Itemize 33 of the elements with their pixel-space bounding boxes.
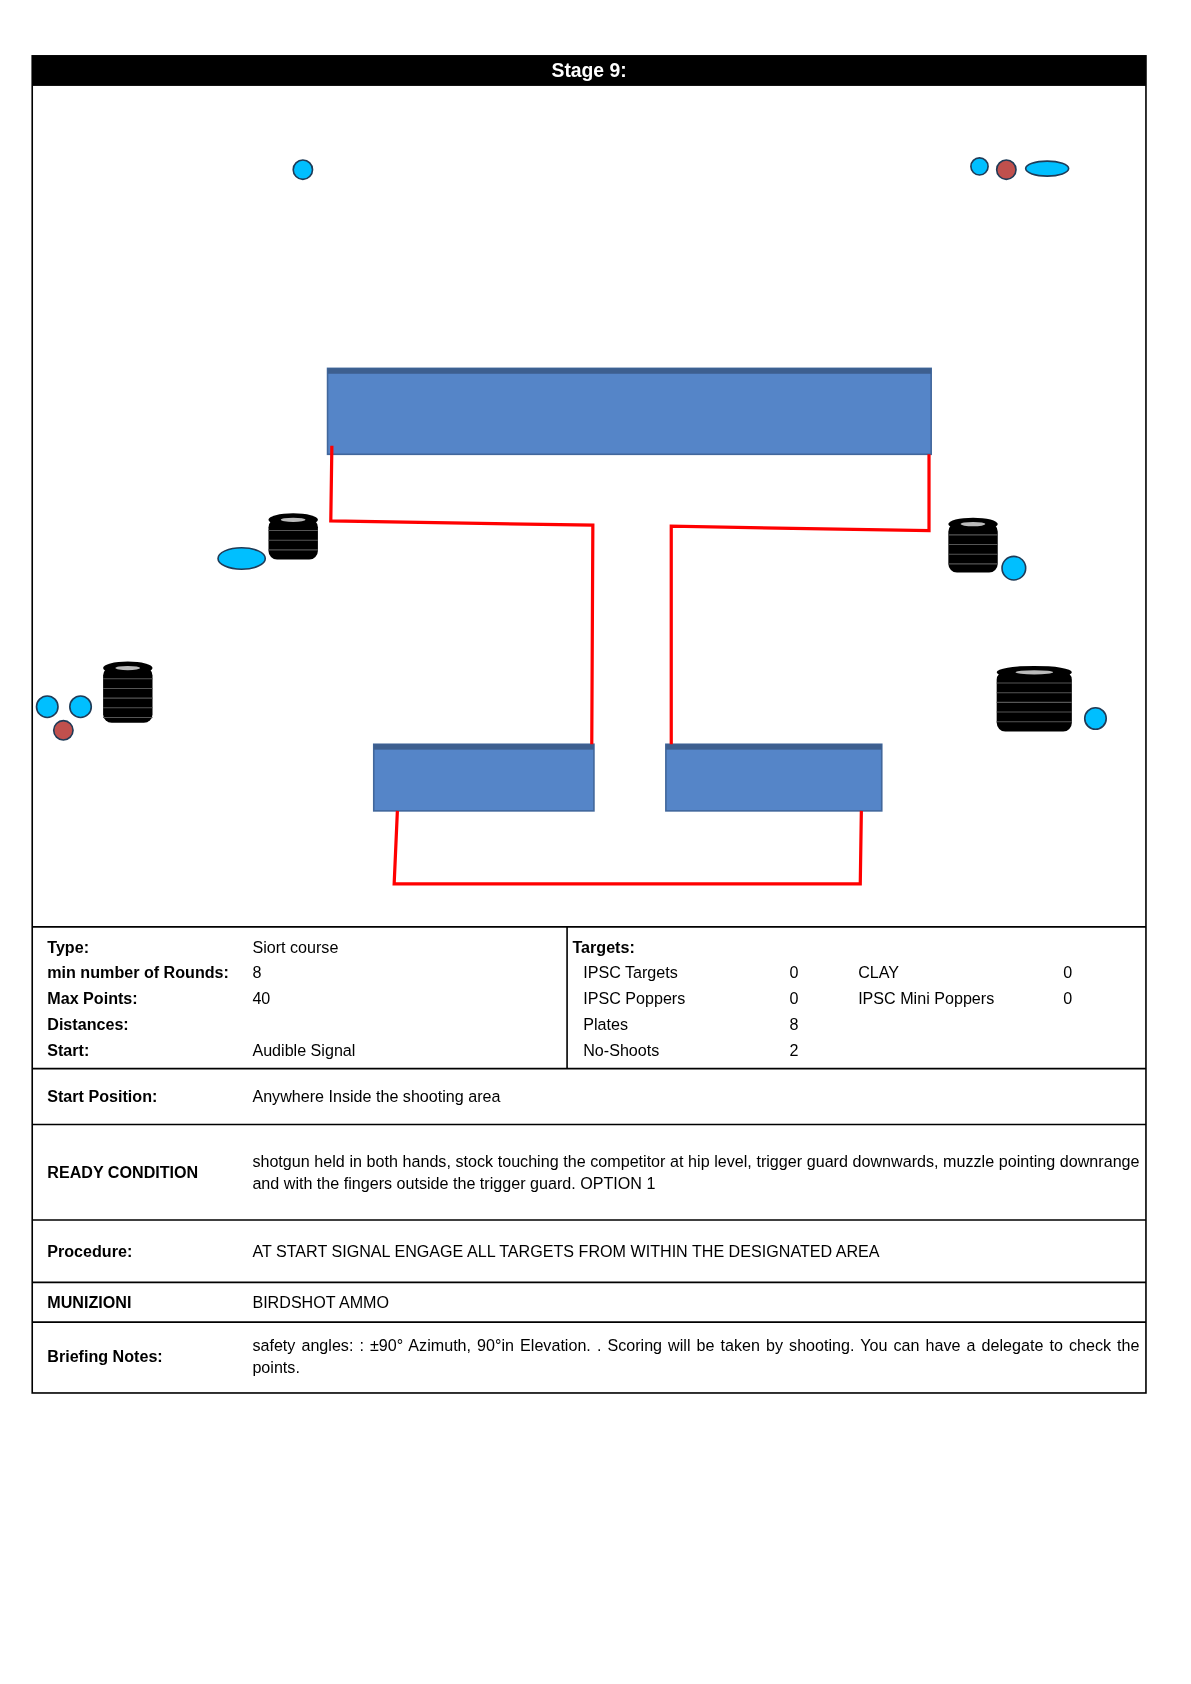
field-label: Start Position: — [47, 1085, 158, 1108]
field-value: 0 — [1063, 962, 1073, 984]
field-value: 8 — [789, 1013, 799, 1036]
field-value: 0 — [789, 988, 799, 1010]
field-label: Targets: — [572, 936, 635, 958]
field-text: safety angles: : ±90° Azimuth, 90°in Elevation. . Scoring will be taken by shooting. You can have a delegate to check the points. — [252, 1335, 1140, 1378]
field-value: 0 — [789, 962, 799, 984]
field-value: Siort course — [252, 936, 339, 958]
field-label: Briefing Notes: — [47, 1345, 163, 1368]
field-value: Audible Signal — [252, 1039, 356, 1061]
field-value: CLAY — [858, 962, 899, 984]
field-label: Type: — [47, 936, 90, 958]
field-value: 8 — [252, 962, 262, 984]
field-text: shotgun held in both hands, stock touching the competitor at hip level, trigger guard downwards, muzzle pointing downrange and with the fingers outside the trigger guard. OPTION 1 — [252, 1151, 1140, 1195]
field-value: 0 — [1063, 988, 1073, 1010]
field-value: IPSC Targets — [583, 962, 678, 984]
field-label: Procedure: — [47, 1240, 133, 1262]
field-value: AT START SIGNAL ENGAGE ALL TARGETS FROM WITHIN THE DESIGNATED AREA — [252, 1240, 880, 1262]
field-label: Max Points: — [47, 988, 138, 1010]
field-label: MUNIZIONI — [47, 1292, 132, 1314]
field-value: 40 — [252, 988, 271, 1010]
field-value: IPSC Poppers — [583, 988, 686, 1010]
field-value: IPSC Mini Poppers — [858, 988, 995, 1010]
field-label: READY CONDITION — [47, 1162, 199, 1184]
field-value: Anywhere Inside the shooting area — [252, 1085, 501, 1108]
field-value: 2 — [789, 1039, 799, 1061]
field-label: Distances: — [47, 1013, 129, 1036]
field-value: No-Shoots — [583, 1039, 660, 1061]
field-label: min number of Rounds: — [47, 962, 229, 984]
field-value: Plates — [583, 1013, 628, 1036]
field-label: Start: — [47, 1039, 90, 1061]
stage-title: Stage 9: — [32, 55, 1146, 86]
field-value: BIRDSHOT AMMO — [252, 1292, 390, 1314]
